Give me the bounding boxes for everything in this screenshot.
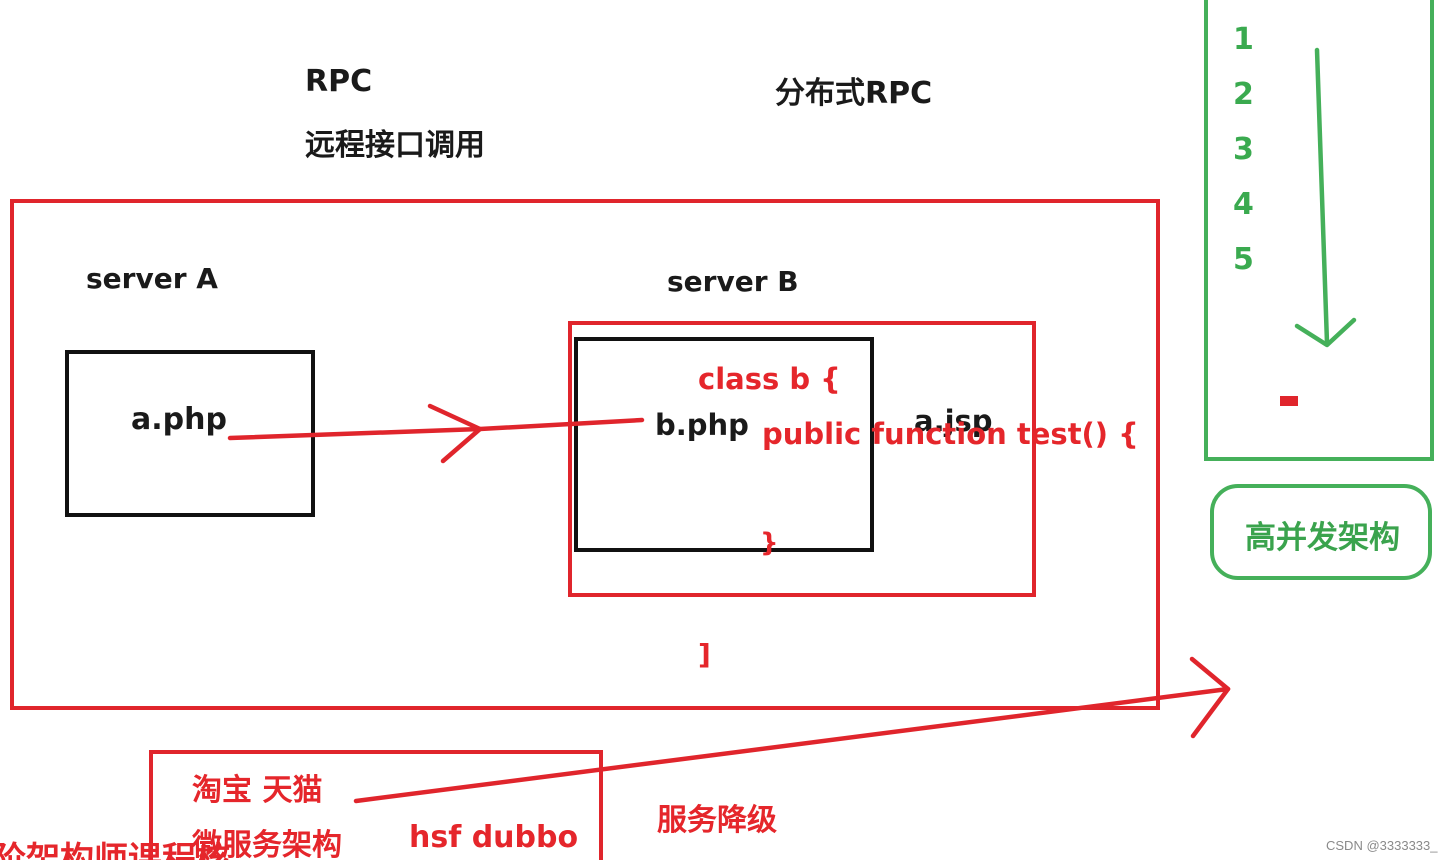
a-jsp-label: a.jsp [914,404,993,438]
rpc-title: RPC [305,64,373,99]
remote-call-subtitle: 远程接口调用 [305,128,485,163]
server-b-outer-box [568,321,1036,597]
watermark: CSDN @3333333_ [1326,838,1438,853]
code-close-outer: ] [698,638,711,671]
concurrency-label: 高并发架构 [1245,520,1400,556]
distributed-rpc-title: 分布式RPC [775,76,933,111]
hsf-dubbo-label: hsf dubbo [409,820,579,855]
service-degradation-label: 服务降级 [657,803,777,838]
code-close-inner: } [760,528,779,558]
code-function-line: public function test() { [762,417,1139,451]
step-5: 5 [1233,242,1254,277]
taobao-tmall-label: 淘宝 天猫 [192,773,323,808]
step-2: 2 [1233,77,1254,112]
b-php-box [574,337,874,552]
course-title-cut: 阶架构师课程核 [0,840,230,860]
step-4: 4 [1233,187,1254,222]
steps-panel [1204,0,1434,461]
a-php-label: a.php [131,402,227,437]
server-b-label: server B [667,265,799,298]
step-3: 3 [1233,132,1254,167]
b-php-label: b.php [655,408,749,442]
microservice-label: 微服务架构 [192,828,342,860]
concurrency-badge [1210,484,1432,580]
code-class-line: class b { [698,362,841,396]
red-marker [1280,396,1298,406]
server-a-label: server A [86,262,218,295]
step-1: 1 [1233,22,1254,57]
